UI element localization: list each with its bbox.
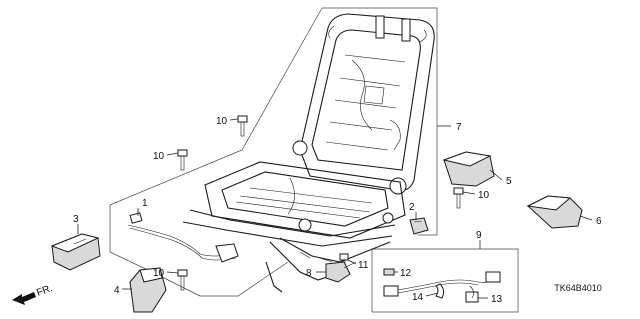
callout-10-c: 10 bbox=[478, 190, 490, 201]
callout-1: 1 bbox=[142, 198, 148, 209]
callout-14: 14 bbox=[412, 292, 424, 303]
part-4-cover bbox=[129, 267, 167, 313]
part-3-cover bbox=[50, 233, 101, 271]
callout-12: 12 bbox=[400, 268, 412, 279]
callout-6: 6 bbox=[596, 216, 602, 227]
part-10-bolt-a bbox=[237, 115, 248, 137]
part-1-cable bbox=[127, 212, 239, 263]
group-box-seat bbox=[109, 7, 323, 297]
part-5-cover bbox=[442, 151, 495, 187]
diagram-code: TK64B4010 bbox=[554, 283, 602, 293]
callout-3: 3 bbox=[73, 214, 79, 225]
callout-7: 7 bbox=[456, 122, 462, 133]
part-10-bolt-c bbox=[453, 187, 464, 209]
part-10-bolt-b bbox=[177, 149, 188, 171]
callout-4: 4 bbox=[114, 285, 120, 296]
callout-11: 11 bbox=[358, 260, 369, 271]
group-box-9 bbox=[371, 248, 519, 313]
callout-13: 13 bbox=[491, 294, 503, 305]
leader-lines bbox=[77, 118, 593, 299]
part-8-sensor bbox=[325, 261, 357, 283]
callout-10-d: 10 bbox=[153, 268, 165, 279]
callout-8: 8 bbox=[306, 268, 312, 279]
part-6-cover bbox=[526, 195, 583, 229]
front-direction-label: FR. bbox=[35, 283, 54, 299]
part-14-clip bbox=[435, 283, 445, 299]
front-direction-arrow-icon bbox=[12, 292, 36, 305]
part-2-clip bbox=[409, 217, 429, 235]
callout-9: 9 bbox=[476, 230, 482, 241]
seat-cushion-frame bbox=[182, 161, 406, 293]
group-box-7 bbox=[322, 7, 438, 236]
seat-back-frame bbox=[292, 13, 435, 195]
callout-10-a: 10 bbox=[216, 116, 228, 127]
callout-5: 5 bbox=[506, 176, 512, 187]
callout-2: 2 bbox=[409, 202, 415, 213]
callout-10-b: 10 bbox=[153, 151, 165, 162]
part-12-clip bbox=[383, 268, 395, 276]
